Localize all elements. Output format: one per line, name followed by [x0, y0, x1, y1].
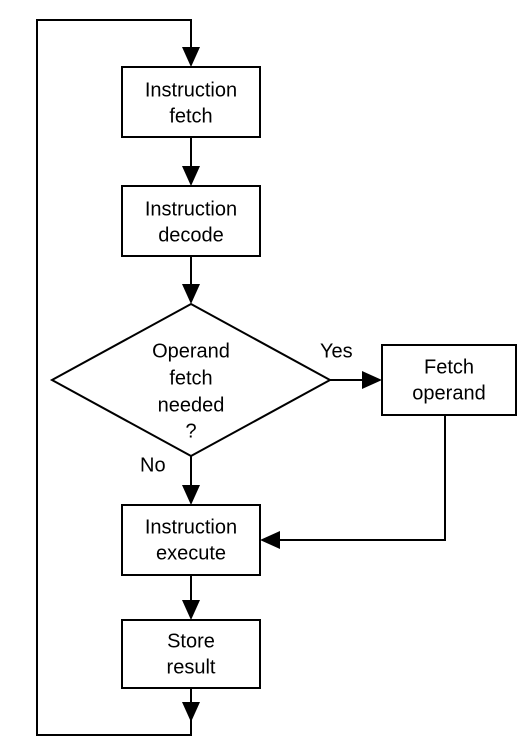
decision-line-3: needed	[158, 394, 225, 416]
fetch-operand-line-1: Fetch	[424, 356, 474, 378]
connector-fetch-operand-to-execute	[280, 415, 446, 541]
arrowhead-into-fetch	[182, 47, 200, 67]
instruction-fetch-line-1: Instruction	[145, 79, 237, 101]
decision-line-2: fetch	[169, 367, 212, 389]
instruction-fetch-line-2: fetch	[169, 105, 212, 127]
yes-label: Yes	[320, 340, 353, 362]
no-label: No	[140, 454, 166, 476]
arrowhead-into-fetch-operand	[362, 371, 382, 389]
arrowhead-store-exit	[182, 702, 200, 722]
arrowhead-into-store	[182, 600, 200, 620]
arrowhead-into-execute-from-right	[260, 531, 280, 549]
instruction-execute-line-1: Instruction	[145, 516, 237, 538]
decision-line-4: ?	[185, 420, 196, 442]
fetch-operand-line-2: operand	[412, 382, 485, 404]
instruction-execute-line-2: execute	[156, 542, 226, 564]
instruction-decode-box	[121, 185, 261, 257]
loop-back-connector	[36, 19, 192, 736]
store-result-line-2: result	[167, 656, 216, 678]
arrowhead-into-decode	[182, 166, 200, 186]
decision-line-1: Operand	[152, 340, 230, 362]
store-result-line-1: Store	[167, 630, 215, 652]
fetch-operand-box	[381, 344, 517, 416]
instruction-decode-line-1: Instruction	[145, 198, 237, 220]
arrowhead-into-decision	[182, 284, 200, 304]
arrowhead-into-execute-from-top	[182, 485, 200, 505]
instruction-decode-line-2: decode	[158, 224, 224, 246]
